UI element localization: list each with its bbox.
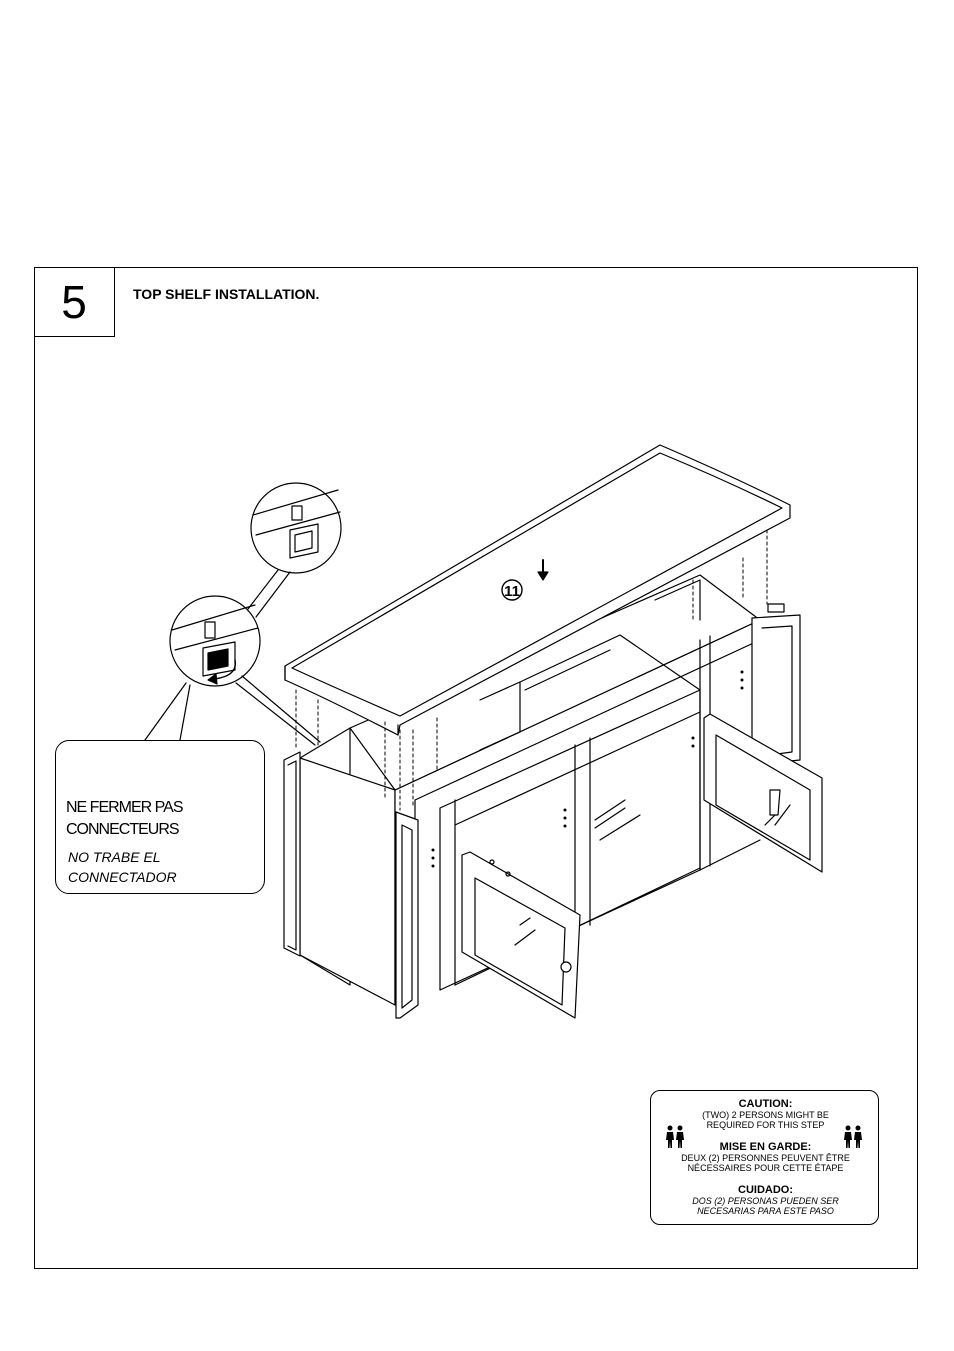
callout-spanish-line-2: CONNECTADOR bbox=[68, 869, 177, 885]
rotate-arrow-icon bbox=[207, 659, 237, 685]
caution-box: CAUTION: (TWO) 2 PERSONS MIGHT BE REQUIR… bbox=[650, 1090, 879, 1225]
caution-es-line-1: DOS (2) PERSONAS PUEDEN SER bbox=[692, 1196, 839, 1206]
callout-spanish-line-1: NO TRABE EL bbox=[68, 849, 161, 865]
step-number-box: 5 bbox=[34, 267, 115, 337]
right-glass-doors bbox=[703, 603, 823, 873]
alignment-guides bbox=[295, 529, 768, 811]
caution-spanish: CUIDADO: DOS (2) PERSONAS PUEDEN SER NEC… bbox=[651, 1184, 880, 1216]
callout-spanish: NO TRABE EL CONNECTADOR bbox=[68, 847, 177, 887]
cabinet-assembly-illustration: 11 bbox=[144, 444, 823, 1019]
callout-french-line-2: CONNECTEURS bbox=[66, 821, 180, 838]
caution-es-line-2: NECESARIAS PARA ESTE PASO bbox=[697, 1206, 834, 1216]
down-arrow-icon bbox=[537, 559, 549, 581]
callout-french-line-1: NE FERMER PAS bbox=[66, 799, 183, 816]
step-number: 5 bbox=[61, 275, 87, 328]
caution-en-heading: CAUTION: bbox=[738, 1098, 793, 1110]
caution-fr-line-1: DEUX (2) PERSONNES PEUVENT ÊTRE bbox=[681, 1153, 850, 1163]
caution-french: MISE EN GARDE: DEUX (2) PERSONNES PEUVEN… bbox=[651, 1141, 880, 1173]
connector-detail-locked bbox=[250, 482, 342, 574]
two-persons-icon bbox=[666, 1125, 684, 1148]
connector-detail-turn bbox=[169, 595, 261, 687]
caution-fr-line-2: NÉCESSAIRES POUR CETTE ÉTAPE bbox=[687, 1163, 844, 1173]
caution-en-line-1: (TWO) 2 PERSONS MIGHT BE bbox=[702, 1110, 829, 1120]
caution-english: CAUTION: (TWO) 2 PERSONS MIGHT BE REQUIR… bbox=[651, 1098, 880, 1130]
top-shelf-panel bbox=[284, 444, 791, 736]
part-11-number: 11 bbox=[504, 583, 520, 600]
caution-es-heading: CUIDADO: bbox=[738, 1184, 793, 1196]
caution-en-line-2: REQUIRED FOR THIS STEP bbox=[706, 1120, 825, 1130]
callout-french: NE FERMER PAS CONNECTEURS bbox=[66, 797, 183, 841]
step-title: TOP SHELF INSTALLATION. bbox=[133, 286, 320, 302]
part-11-label bbox=[501, 579, 523, 601]
caution-fr-heading: MISE EN GARDE: bbox=[719, 1141, 812, 1153]
left-front-door bbox=[395, 811, 419, 1019]
center-glass-door bbox=[461, 851, 581, 1019]
detail-leader-lines bbox=[144, 569, 321, 746]
connector-callout: NE FERMER PAS CONNECTEURS NO TRABE EL CO… bbox=[55, 740, 265, 894]
two-persons-icon bbox=[844, 1125, 862, 1148]
instruction-step-frame bbox=[34, 267, 918, 1269]
